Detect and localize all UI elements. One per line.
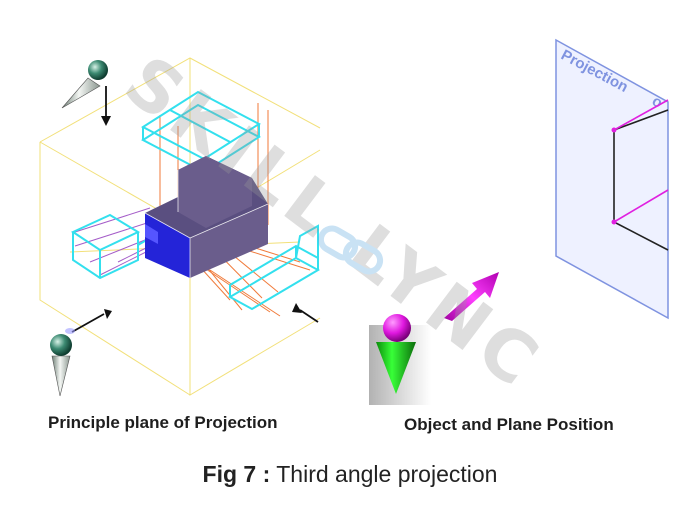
figure-caption: Fig 7 : Third angle projection: [0, 461, 700, 488]
figure-title: Third angle projection: [270, 461, 498, 487]
object-plane-position-drawing: Projection o: [369, 38, 669, 405]
viewing-direction-arrow: [444, 272, 499, 321]
viewer-pointer-left: [50, 309, 112, 397]
front-view-outline: [227, 224, 321, 311]
object-notch: [145, 224, 158, 244]
caption-object-plane-position: Object and Plane Position: [404, 415, 614, 434]
viewer-pointer-top: [61, 60, 111, 126]
object-front-face: [190, 204, 268, 278]
object-left-face: [145, 213, 190, 278]
observer-marker: [369, 314, 431, 405]
figure-number: Fig 7 :: [202, 461, 271, 487]
side-projector-lines: [74, 207, 151, 276]
watermark-chain-icon: [317, 225, 384, 275]
caption-principle-plane: Principle plane of Projection: [48, 413, 278, 432]
side-view-outline: [70, 213, 151, 280]
projected-outline: [613, 109, 669, 251]
projection-plane: Projection o: [555, 38, 669, 320]
3d-object: [144, 156, 269, 278]
viewer-arrow-right: [292, 303, 319, 323]
object-tall-face: [178, 156, 252, 228]
principal-planes-drawing: [39, 57, 321, 397]
